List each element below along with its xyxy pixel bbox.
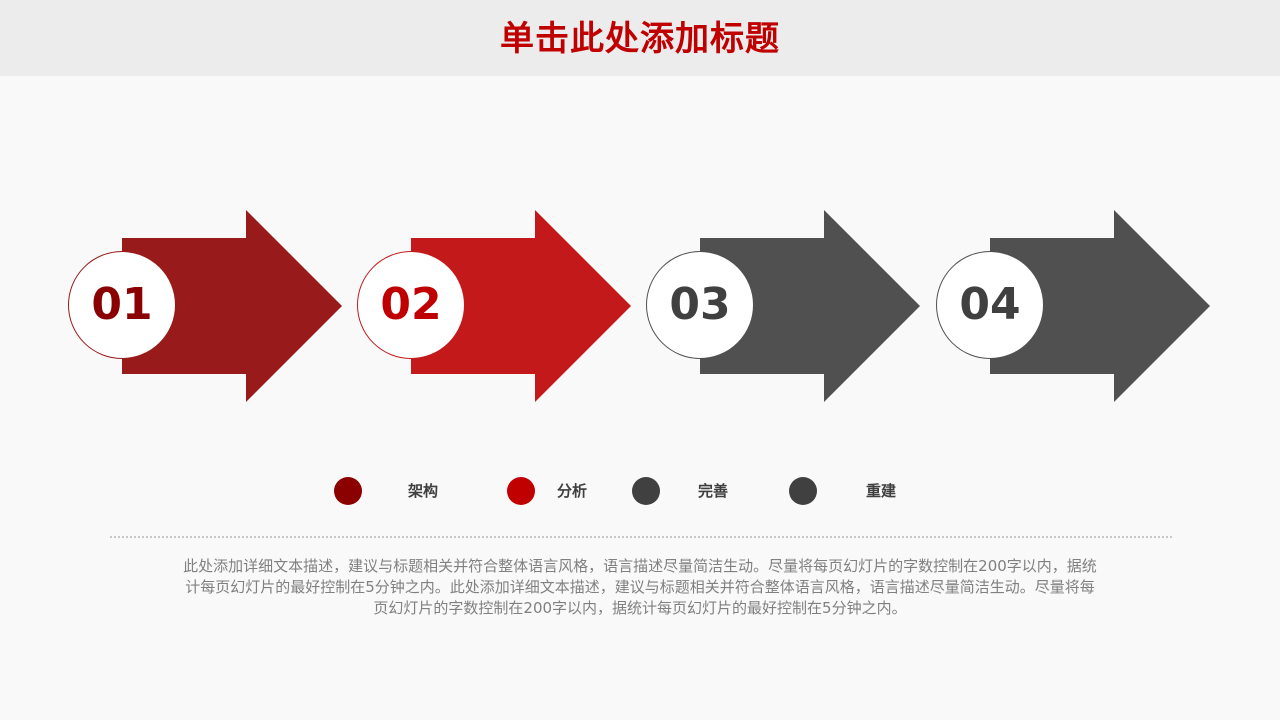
arrow-step-2[interactable] <box>411 210 631 402</box>
legend-label-4[interactable]: 重建 <box>866 482 897 500</box>
step-circle-2[interactable]: 02 <box>357 251 465 359</box>
description-line-1: 此处添加详细文本描述，建议与标题相关并符合整体语言风格，语言描述尽量简洁生动。尽… <box>183 557 1097 575</box>
legend-label-1[interactable]: 架构 <box>408 482 439 500</box>
step-circle-1[interactable]: 01 <box>68 251 176 359</box>
dotted-divider <box>110 536 1172 538</box>
description-text[interactable]: 此处添加详细文本描述，建议与标题相关并符合整体语言风格，语言描述尽量简洁生动。尽… <box>100 556 1180 619</box>
legend-dot-4 <box>789 477 817 505</box>
page-title[interactable]: 单击此处添加标题 <box>500 19 780 59</box>
step-number-4: 04 <box>959 279 1021 330</box>
step-circle-3[interactable]: 03 <box>646 251 754 359</box>
header-band: 单击此处添加标题 <box>0 0 1280 76</box>
step-number-2: 02 <box>380 279 442 330</box>
description-line-3: 页幻灯片的字数控制在200字以内，据统计每页幻灯片的最好控制在5分钟之内。 <box>373 599 907 617</box>
step-number-3: 03 <box>669 279 731 330</box>
legend-label-2[interactable]: 分析 <box>557 482 588 500</box>
arrow-step-3[interactable] <box>700 210 920 402</box>
legend-dot-1 <box>334 477 362 505</box>
legend-dot-2 <box>507 477 535 505</box>
legend-dot-3 <box>632 477 660 505</box>
arrow-step-4[interactable] <box>990 210 1210 402</box>
legend-label-3[interactable]: 完善 <box>698 482 729 500</box>
arrow-step-1[interactable] <box>122 210 342 402</box>
description-line-2: 计每页幻灯片的最好控制在5分钟之内。此处添加详细文本描述，建议与标题相关并符合整… <box>185 578 1095 596</box>
step-circle-4[interactable]: 04 <box>936 251 1044 359</box>
step-number-1: 01 <box>91 279 153 330</box>
